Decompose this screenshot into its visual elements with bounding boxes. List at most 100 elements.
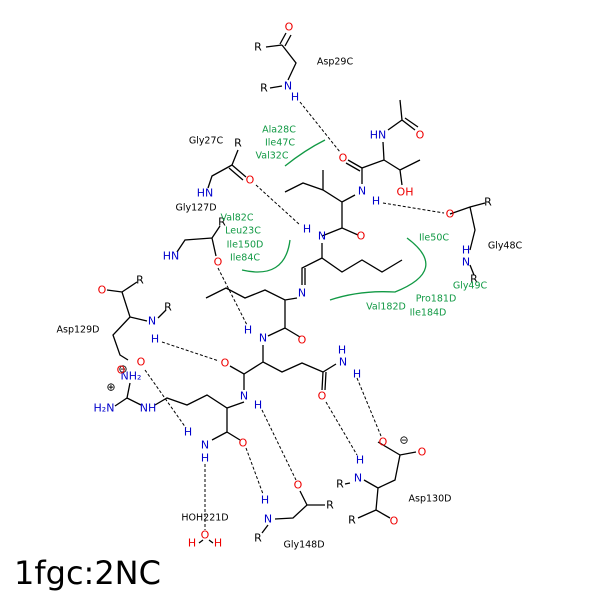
hydrophobic-residue-label: Ile84C: [230, 253, 260, 264]
hydrogen-bond: [161, 341, 220, 362]
hydrophobic-residue-label: Leu23C: [225, 226, 261, 237]
atom-label: R: [336, 478, 344, 491]
atom-label: H: [338, 344, 346, 357]
atom-label: O: [298, 334, 307, 347]
atom-label: R: [470, 273, 478, 286]
atom-label: O: [214, 256, 223, 269]
hydrogen-bond: [255, 184, 301, 226]
hydrophobic-residue-label: Gly49C: [453, 281, 488, 292]
atom-label: R: [218, 216, 226, 229]
residue-label: Gly127D: [175, 203, 216, 214]
atom-label: NH₂: [121, 370, 142, 383]
atom-label: ⊖: [399, 434, 408, 447]
atom-label: O: [239, 437, 248, 450]
atom-label: N: [284, 80, 292, 93]
atom-label: N: [201, 439, 209, 452]
residue-label: HOH221D: [181, 513, 228, 524]
hydrogen-bond: [356, 377, 382, 437]
atom-label: R: [326, 499, 334, 512]
atom-label: HN: [197, 187, 214, 200]
hydrogen-bond: [261, 409, 297, 481]
atom-label: N: [264, 513, 272, 526]
atom-label: H: [303, 223, 311, 236]
residue-label: Gly48C: [488, 241, 523, 252]
atom-label: ⊖: [118, 363, 127, 376]
hydrophobic-labels: Ala28C Ile47C Val32C Val82C Leu23C Ile15…: [221, 125, 488, 319]
atom-label: HN: [163, 250, 180, 263]
atom-label: H: [188, 537, 196, 550]
hydrophobic-residue-label: Ile184D: [410, 308, 447, 319]
bond: [345, 99, 421, 186]
bond: [198, 539, 214, 544]
residue-labels: Asp29C Gly27C Gly127D Gly48C Asp129D Asp…: [57, 57, 523, 551]
atom-labels: O R N R H HN O O OH N H O R H N R R O HN…: [94, 21, 493, 550]
atom-label: O: [446, 208, 455, 221]
atom-label: O: [294, 479, 303, 492]
atom-label: R: [136, 274, 144, 287]
hydrophobic-arc: [241, 239, 291, 273]
bond: [261, 490, 325, 534]
bond: [106, 281, 167, 361]
atom-label: O: [379, 436, 388, 449]
atom-label: H: [356, 454, 364, 467]
atom-label: H: [214, 537, 222, 550]
atom-label: N: [318, 230, 326, 243]
atom-label: H: [462, 244, 470, 257]
bond: [449, 202, 486, 276]
residue-label: Asp129D: [57, 325, 100, 336]
atom-label: R: [254, 532, 262, 545]
atom-label: R: [254, 41, 262, 54]
bond: [114, 382, 142, 407]
atom-label: N: [148, 315, 156, 328]
atom-label: R: [164, 301, 172, 314]
atom-label: H: [254, 399, 262, 412]
atom-label: N: [354, 472, 362, 485]
atom-label: H: [291, 91, 299, 104]
atom-label: O: [339, 152, 348, 165]
hydrophobic-residue-label: Ile47C: [265, 138, 295, 149]
hydrophobic-arc: [284, 139, 326, 167]
atom-label: OH: [397, 186, 414, 199]
atom-label: H: [372, 195, 380, 208]
residue-label: Gly148D: [283, 540, 324, 551]
hydrogen-bond: [144, 369, 187, 429]
hydrogen-bond: [325, 401, 358, 456]
bond: [265, 32, 297, 89]
atom-label: H: [261, 494, 269, 507]
atom-label: R: [260, 82, 268, 95]
hydrophobic-residue-label: Val32C: [256, 151, 289, 162]
hydrogen-bonds: [144, 101, 445, 530]
bond: [344, 441, 417, 519]
bond: [154, 345, 337, 441]
atom-label: H: [151, 333, 159, 346]
atom-label: O: [318, 390, 327, 403]
atom-label: N: [339, 356, 347, 369]
atom-label: N: [358, 185, 366, 198]
atom-label: O: [117, 364, 126, 377]
atom-label: H: [353, 368, 361, 381]
atom-label: N: [259, 332, 267, 345]
atom-label: H: [184, 426, 192, 439]
atom-label: H: [201, 452, 209, 465]
hydrogen-bond: [217, 267, 248, 326]
atom-label: N: [240, 390, 248, 403]
residue-label: Asp29C: [317, 57, 354, 68]
bond: [205, 287, 301, 338]
atom-label: O: [137, 356, 146, 369]
hydrophobic-residue-label: Pro181D: [416, 294, 457, 305]
atom-label: HN: [370, 129, 387, 142]
hydrogen-bond: [245, 447, 264, 495]
atom-label: H₂N: [94, 402, 115, 415]
hydrophobic-residue-label: Ile150D: [227, 240, 264, 251]
atom-label: O: [418, 446, 427, 459]
atom-label: ⊕: [106, 381, 115, 394]
hydrogen-bond: [382, 202, 445, 214]
atom-label: O: [221, 357, 230, 370]
bond: [207, 149, 247, 189]
hydrophobic-residue-label: Ala28C: [262, 125, 296, 136]
atom-label: N: [298, 287, 306, 300]
atom-label: H: [244, 324, 252, 337]
hydrophobic-residue-label: Ile50C: [419, 233, 449, 244]
atom-label: O: [390, 515, 399, 528]
